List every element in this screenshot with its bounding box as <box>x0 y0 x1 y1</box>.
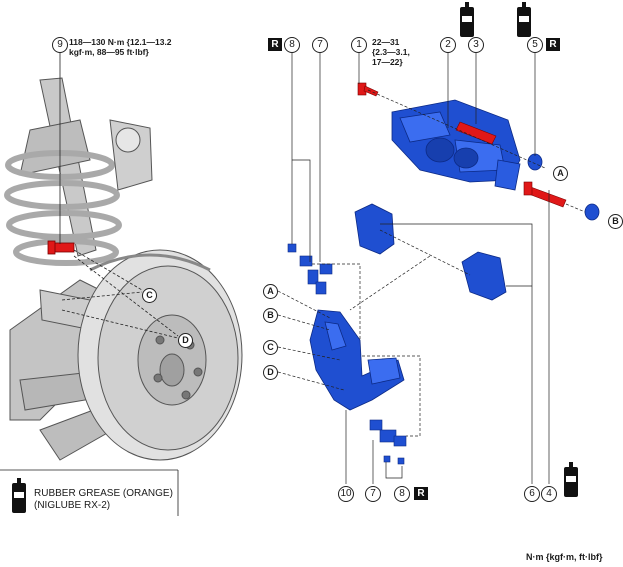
units-note: N·m {kgf·m, ft·lbf} <box>526 552 603 562</box>
callout-4: 4 <box>541 486 557 502</box>
caliper-body-2 <box>391 99 521 191</box>
legend-frame <box>0 469 179 516</box>
boot-5 <box>527 153 600 221</box>
torque-spec-9-line2: kgf·m, 88—95 ft·lbf} <box>69 47 149 57</box>
reuse-tag-5: R <box>546 38 560 51</box>
guide-pin-3 <box>455 121 497 145</box>
letter-c-bracket: C <box>263 340 278 355</box>
pad-clips-lower <box>369 419 407 465</box>
bolt-9 <box>47 240 75 255</box>
callout-7-top: 7 <box>312 37 328 53</box>
torque-spec-1-line1: 22—31 <box>372 37 400 47</box>
grease-icon <box>12 2 578 513</box>
letter-a-right: A <box>553 166 568 181</box>
bolt-1 <box>357 82 379 97</box>
callout-6: 6 <box>524 486 540 502</box>
guide-pin-4 <box>523 181 567 208</box>
torque-spec-1: 22—31{2.3—3.1,17—22} <box>372 37 410 67</box>
letter-b-bracket: B <box>263 308 278 323</box>
callout-3: 3 <box>468 37 484 53</box>
reuse-tag-8-bottom: R <box>414 487 428 500</box>
letter-b-right: B <box>608 214 623 229</box>
left-leaders <box>59 52 179 339</box>
callout-5: 5 <box>527 37 543 53</box>
right-dashed-leaders <box>277 89 586 437</box>
callout-2: 2 <box>440 37 456 53</box>
reuse-tag-8-top: R <box>268 38 282 51</box>
right-solid-leaders <box>291 52 550 484</box>
pad-clips-upper <box>287 243 333 295</box>
brake-pad-6 <box>354 203 507 301</box>
callout-10: 10 <box>338 486 354 502</box>
torque-spec-1-line3: 17—22} <box>372 57 403 67</box>
callout-7-bottom: 7 <box>365 486 381 502</box>
letter-d-left: D <box>178 333 193 348</box>
caliper-bracket-10 <box>309 309 405 411</box>
legend-grease-line2: (NIGLUBE RX-2) <box>34 500 111 511</box>
torque-spec-9-line1: 118—130 N·m {12.1—13.2 <box>69 37 172 47</box>
callout-9: 9 <box>52 37 68 53</box>
callout-1: 1 <box>351 37 367 53</box>
callout-8-top: 8 <box>284 37 300 53</box>
letter-c-left: C <box>142 288 157 303</box>
callout-8-bottom: 8 <box>394 486 410 502</box>
suspension-assembly <box>4 77 243 461</box>
torque-spec-1-line2: {2.3—3.1, <box>372 47 410 57</box>
legend-grease-line1: RUBBER GREASE (ORANGE) <box>34 488 173 499</box>
letter-d-bracket: D <box>263 365 278 380</box>
letter-a-bracket: A <box>263 284 278 299</box>
